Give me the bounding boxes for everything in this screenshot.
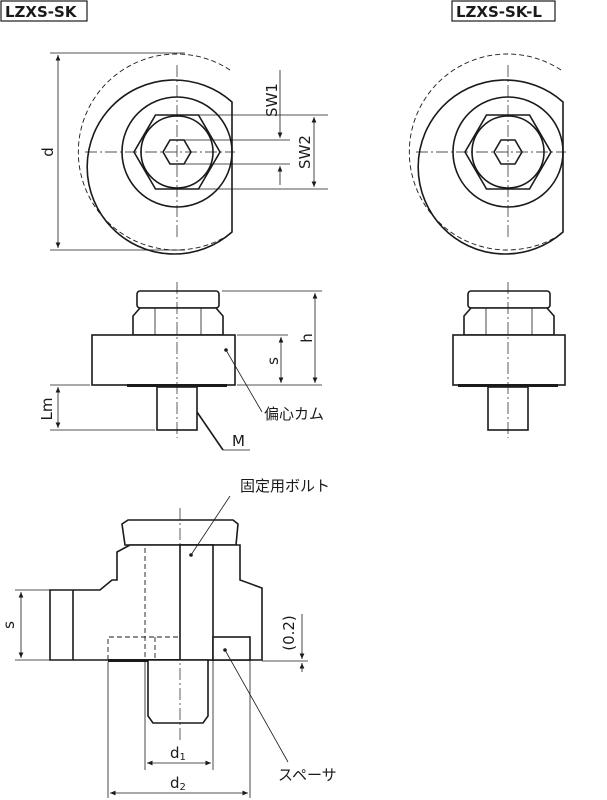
cam-body [91, 334, 236, 386]
title-box-standard: LZXS-SK [0, 0, 88, 22]
bolt-head [467, 290, 551, 309]
fixing-bolt [179, 544, 214, 661]
plan-view-long [408, 53, 566, 255]
bolt-head [136, 290, 220, 309]
dim-gap-label: (0.2) [280, 615, 298, 651]
hex-socket [493, 139, 523, 165]
dim-d1-label: d1 [170, 744, 186, 763]
spacer-edge [108, 659, 180, 662]
title-standard: LZXS-SK [5, 3, 78, 21]
leader-line [190, 495, 231, 556]
label-spacer: スペーサ [278, 766, 337, 784]
dim-d-label: d [39, 147, 57, 157]
side-view-long [452, 282, 566, 438]
title-long: LZXS-SK-L [456, 3, 542, 21]
dim-lm-label: Lm [38, 398, 56, 421]
title-box-long: LZXS-SK-L [451, 0, 556, 22]
dim-d2-label: d2 [170, 774, 186, 793]
thread-leader [196, 411, 224, 451]
cam-body [452, 334, 566, 386]
leader-line [224, 649, 289, 763]
cam-eccentric-outline [408, 53, 562, 251]
side-view-standard: h s Lm 偏心カム M [38, 282, 324, 451]
dim-m-label: M [232, 432, 245, 450]
spacer [212, 636, 251, 661]
section-view: s (0.2) d1 d2 固定用ボルト スペーサ [0, 477, 337, 798]
dim-s2-label: s [0, 621, 18, 629]
dim-h-label: h [298, 333, 316, 343]
dim-s-label: s [264, 357, 282, 365]
cam-body [86, 79, 233, 255]
cam-body [417, 79, 564, 255]
hex-nut [463, 307, 555, 336]
plan-view-standard: d SW1 SW2 [39, 52, 328, 255]
dim-sw2-label: SW2 [296, 135, 314, 169]
hex-nut [132, 307, 224, 336]
label-fixing-bolt: 固定用ボルト [240, 477, 330, 495]
label-eccentric-cam: 偏心カム [264, 405, 324, 423]
leader-line [225, 349, 263, 413]
stud [147, 659, 209, 724]
dim-sw1-label: SW1 [263, 83, 281, 117]
